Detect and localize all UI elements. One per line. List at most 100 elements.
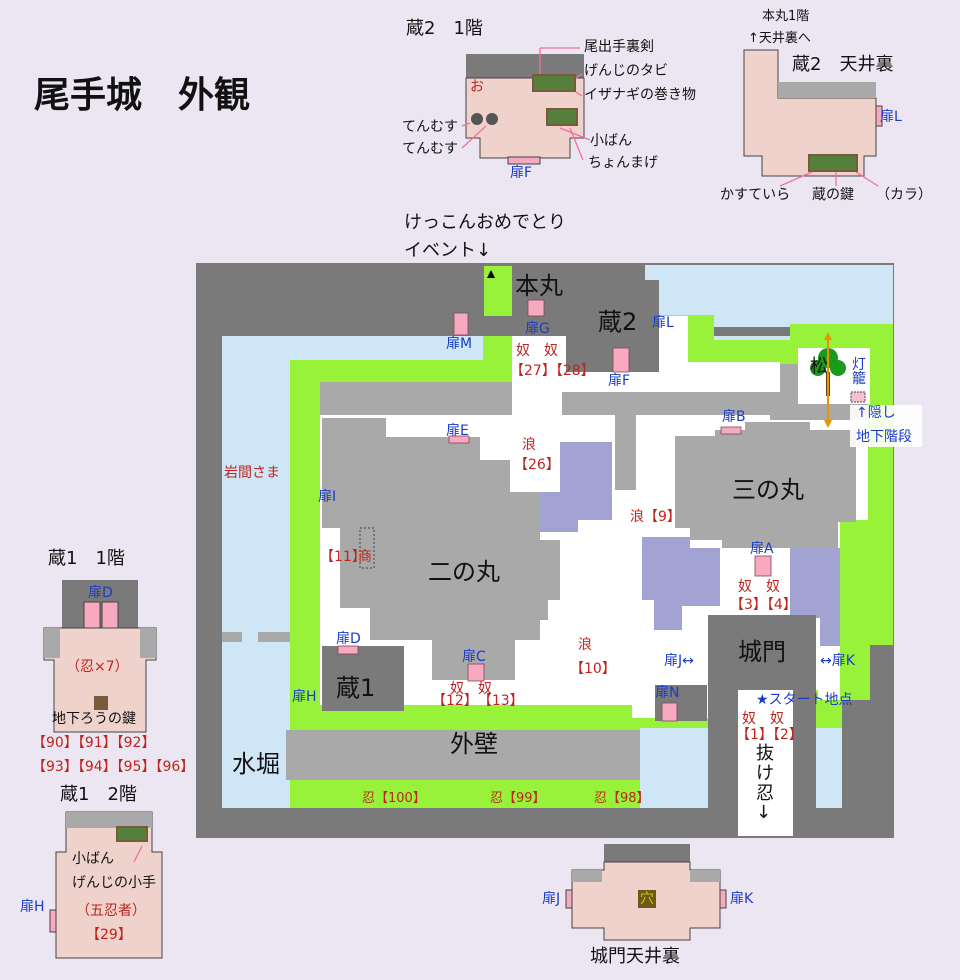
door-n: [661, 702, 678, 722]
kura1-f1-ninja: （忍×7）: [66, 659, 129, 675]
enemy-12: 【1】【2】: [736, 727, 803, 743]
wedding-event-label2: イベント↓: [404, 240, 492, 261]
kura1-f2-ninja: （五忍者）: [76, 903, 146, 919]
door-e: [448, 435, 470, 444]
door-b: [720, 426, 742, 435]
kura2-f1-door: 扉F: [510, 165, 533, 181]
kura2-label: 蔵2: [598, 308, 638, 336]
kura2-item-2: イザナギの巻き物: [584, 87, 696, 103]
honmaru-inner: [484, 266, 512, 316]
kura2-item-3: 小ばん: [590, 133, 632, 149]
roof-east: [562, 364, 868, 490]
door-j-label: 扉J↔: [664, 653, 694, 669]
kura1-label: 蔵1: [336, 674, 376, 702]
kura2-item-6: てんむす: [402, 141, 458, 157]
gate-attic-title: 城門天井裏: [590, 946, 680, 967]
sannomaru-label: 三の丸: [732, 476, 804, 504]
enemy-34: 【3】【4】: [730, 597, 797, 613]
wall-stub-2: [258, 632, 290, 642]
door-a-label: 扉A: [750, 541, 774, 557]
purple-right: [642, 537, 720, 630]
gate-attic-hole: 穴: [640, 891, 654, 907]
kura2-item-1: げんじのタビ: [584, 63, 668, 79]
enemy-1213: 【12】 【13】: [432, 693, 524, 709]
enemy-98: 忍【98】: [594, 791, 650, 806]
door-g: [527, 299, 545, 317]
toro-icon: [850, 391, 866, 403]
door-m-label: 扉M: [446, 336, 473, 352]
shop-label: 商: [358, 549, 372, 565]
kura1-f2-item-0: 小ばん: [72, 851, 114, 867]
kura1-f2-title: 蔵1 2階: [60, 784, 137, 805]
toro-label: 灯籠: [852, 357, 866, 387]
kura2-floor1: [465, 54, 585, 165]
enemy-9: 浪【9】: [630, 509, 681, 525]
enemy-100: 忍【100】: [362, 791, 426, 806]
door-k-label: ↔扉K: [820, 653, 855, 669]
enemy-26a: 浪: [522, 437, 536, 453]
hidden-label-bg: [850, 405, 922, 447]
door-b-label: 扉B: [722, 409, 746, 425]
kura2-building: [566, 280, 659, 372]
door-c-label: 扉C: [462, 649, 486, 665]
gaiheki-label: 外壁: [450, 730, 498, 758]
hidden-label: ↑隠し: [856, 405, 896, 421]
jomon-label: 城門: [738, 638, 786, 666]
hidden-label2: 地下階段: [856, 429, 912, 445]
kura1-f1-title: 蔵1 1階: [48, 548, 125, 569]
gaiheki-wall: [286, 730, 640, 780]
kura2-item-5: てんむす: [402, 119, 458, 135]
enemy-g2: 【27】【28】: [510, 363, 595, 379]
door-f: [612, 347, 630, 373]
kura2-attic-note2: ↑天井裏へ: [748, 31, 811, 46]
kura1-building: [322, 646, 404, 711]
door-a: [754, 555, 772, 577]
wall-stub-1: [222, 632, 242, 642]
enemy-g: 奴 奴: [516, 343, 558, 359]
event-marker: [487, 270, 495, 278]
gate-building: [708, 615, 816, 671]
door-d: [337, 645, 359, 655]
kura1-f2-item-1: げんじの小手: [72, 875, 156, 891]
pine-tree-icon: [810, 348, 846, 396]
enemy-1213a: 奴 奴: [450, 681, 492, 697]
enemy-11: 【11】: [320, 549, 366, 565]
iwama-label: 岩間さま: [224, 465, 280, 481]
kura2-f1-title: 蔵2 1階: [406, 18, 483, 39]
gate-attic-door-k: 扉K: [730, 891, 754, 907]
enemy-26: 【26】: [514, 457, 560, 473]
matsu-label: 松: [810, 356, 828, 377]
door-n-label: 扉N: [655, 685, 680, 701]
kura2-attic-item-0: かすていら: [720, 187, 791, 203]
door-c: [467, 663, 485, 682]
page-title: 尾手城 外観: [34, 75, 251, 116]
door-d-label: 扉D: [336, 631, 361, 647]
ninomaru-label: 二の丸: [428, 558, 500, 586]
roof-north: [320, 382, 512, 415]
wedding-event-label: けっこんおめでとり: [404, 212, 566, 233]
door-i-label: 扉I: [318, 489, 337, 505]
kura2-attic-title: 蔵2 天井裏: [792, 54, 894, 75]
gate-corridor: [738, 690, 793, 836]
kura2-item-4: ちょんまげ: [588, 155, 658, 171]
kura1-f1-door: 扉D: [88, 585, 113, 601]
kura1-f1-list1: 【90】【91】【92】: [32, 735, 156, 751]
nukeshinobi-label: 抜け忍↓: [756, 743, 774, 824]
door-e-label: 扉E: [446, 423, 469, 439]
sannomaru-building: [675, 422, 856, 548]
kura2-attic: [743, 49, 883, 177]
kura1-floor2: [49, 811, 163, 959]
kura1-floor1: [43, 580, 157, 733]
kura2-attic-note1: 本丸1階: [762, 9, 810, 24]
enemy-99: 忍【99】: [490, 791, 546, 806]
enemy-10a: 浪: [578, 637, 592, 653]
door-g-label: 扉G: [525, 321, 550, 337]
door-h-label: 扉H: [292, 689, 317, 705]
enemy-34a: 奴 奴: [738, 579, 780, 595]
kura1-f1-list2: 【93】【94】【95】【96】: [32, 759, 195, 775]
enemy-10: 【10】: [570, 661, 616, 677]
purple-right2: [790, 548, 840, 646]
shop-dotted: [359, 527, 375, 569]
honmaru-label: 本丸: [515, 272, 563, 300]
